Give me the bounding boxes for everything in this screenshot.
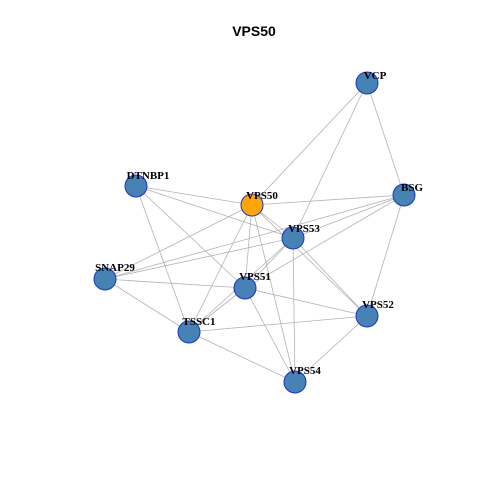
node-vps53[interactable] [281,226,305,250]
node-bsg[interactable] [392,183,416,207]
node-label-bsg: BSG [401,182,423,194]
edge-layer [104,82,405,383]
edge-vps50-vps54 [251,204,296,383]
edge-bsg-vps52 [366,194,405,317]
node-label-dtnbp1: DTNBP1 [127,170,170,182]
node-vps54[interactable] [283,370,307,394]
node-tssc1[interactable] [177,320,201,344]
node-dtnbp1[interactable] [124,174,148,198]
edge-bsg-vps51 [244,194,405,289]
edge-vps50-vps52 [251,204,368,317]
edge-dtnbp1-vps53 [135,185,294,239]
edge-snap29-tssc1 [104,278,190,333]
edge-vps51-tssc1 [188,287,246,333]
edge-vps53-snap29 [104,237,294,280]
node-vps52[interactable] [355,304,379,328]
node-label-vps54: VPS54 [289,365,321,377]
edge-vps52-vps54 [294,315,368,383]
edge-vps50-tssc1 [188,204,253,333]
edge-vps53-vps51 [244,237,294,289]
node-label-vps52: VPS52 [362,299,394,311]
edge-vcp-vps53 [292,82,368,239]
edge-vps53-vps52 [292,237,368,317]
edge-dtnbp1-tssc1 [135,185,190,333]
node-vps50[interactable] [240,193,264,217]
node-vps51[interactable] [233,276,257,300]
node-vcp[interactable] [355,71,379,95]
node-layer [93,71,416,394]
edge-vps53-vps54 [292,237,296,383]
edge-vcp-bsg [366,82,405,196]
node-label-vcp: VCP [364,70,387,82]
edge-vps52-tssc1 [188,315,368,333]
edge-dtnbp1-vps50 [135,185,253,206]
edge-dtnbp1-vps51 [135,185,246,289]
diagram-title: VPS50 [232,23,276,39]
edge-tssc1-vps54 [188,331,296,383]
node-label-snap29: SNAP29 [95,262,135,274]
edge-snap29-vps51 [104,278,246,289]
edge-bsg-vps53 [292,194,405,239]
edge-vcp-vps50 [251,82,368,206]
node-snap29[interactable] [93,267,117,291]
edge-bsg-snap29 [104,194,405,280]
node-label-vps50: VPS50 [246,190,278,202]
edge-vps50-snap29 [104,204,253,280]
edge-vps51-vps54 [244,287,296,383]
edge-vps51-vps52 [244,287,368,317]
edge-vps50-bsg [251,194,405,206]
node-label-vps53: VPS53 [288,223,320,235]
node-label-vps51: VPS51 [239,271,271,283]
edge-vps50-vps51 [244,204,253,289]
node-label-tssc1: TSSC1 [182,316,215,328]
